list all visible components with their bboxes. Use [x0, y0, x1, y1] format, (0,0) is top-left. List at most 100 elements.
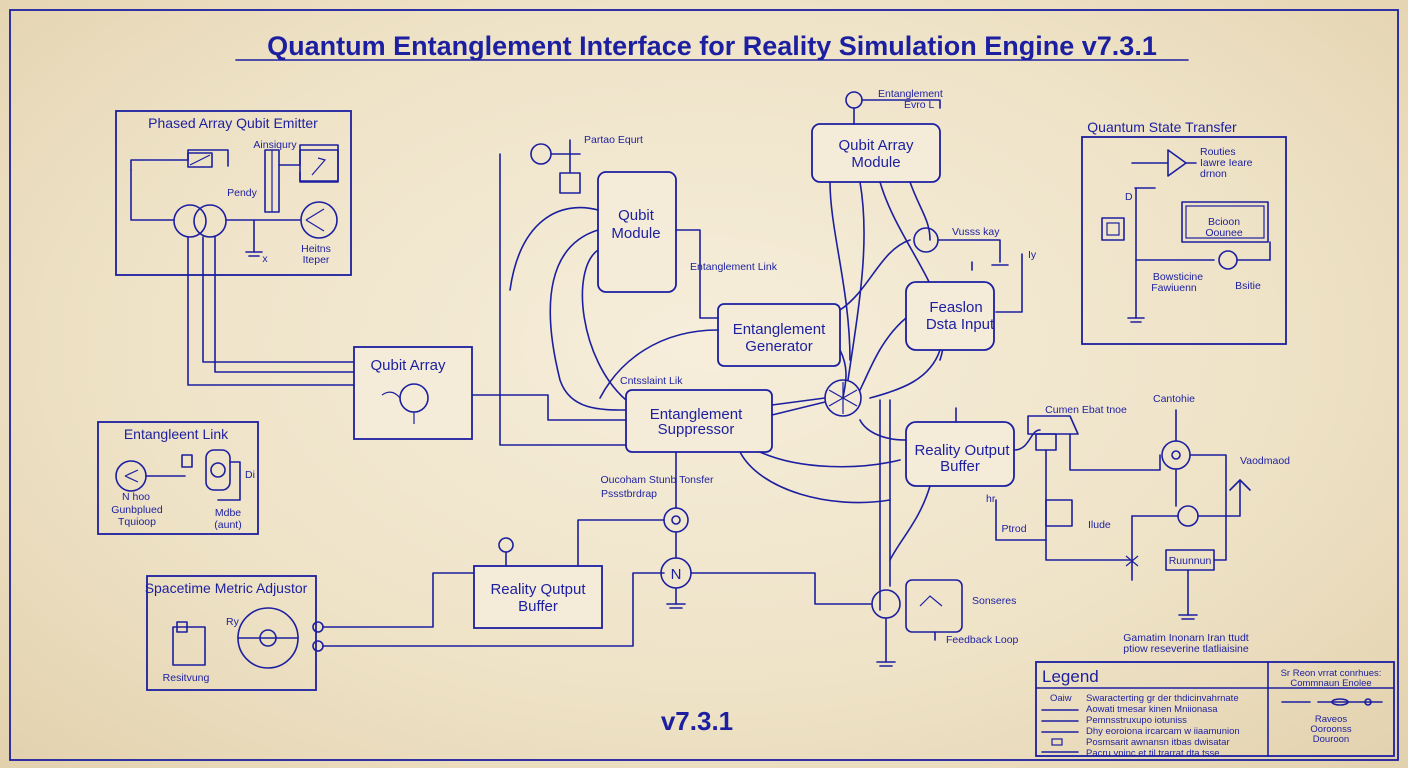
reality-buffer-mid-label-1: Reality Output [914, 442, 1010, 459]
spacetime-label-1: Resitvung [163, 672, 210, 684]
ent-link-label-4: (aunt) [214, 519, 241, 531]
ilude-label: Ilude [1088, 519, 1111, 531]
legend-row-2: Pemnsstruxupo iotuniss [1086, 715, 1187, 726]
cantohie-label: Cantohie [1153, 393, 1195, 405]
qubit-array-label: Qubit Array [370, 357, 446, 374]
qt-label-1: Routies [1200, 146, 1236, 158]
ent-link-label-5: Di [245, 469, 255, 481]
legend: Legend Sr Reon vrrat conrhues: Commnaun … [1035, 661, 1395, 759]
phased-array-block: Phased Array Qubit Emitter Ainsiqury Pen… [115, 110, 352, 276]
legend-side-bottom-2: Ooroonss [1310, 724, 1351, 735]
gamatim-label-1: Gamatim Inonarn Iran ttudt [1123, 632, 1249, 644]
legend-row-0: Swaracterting gr der thdicinvahrnate [1086, 693, 1239, 704]
wire-phased-qubitarray-3 [214, 236, 355, 373]
ent-link-mid-label: Entanglement Link [690, 261, 778, 273]
legend-side-title-1: Sr Reon vrrat conrhues: [1281, 668, 1382, 679]
spacetime-block: Spacetime Metric Adjustor Ry Resitvung [145, 575, 317, 691]
wire-qubitarray-suppressor [471, 394, 627, 421]
reality-buffer-mid-label-2: Buffer [940, 458, 980, 475]
legend-row-5: Pacru vninc et til trarrat dta tsse [1086, 748, 1220, 759]
reality-buffer-mid-node[interactable]: Reality Output Buffer [905, 421, 1015, 487]
ocham-label-1: Oucoham Stunb Tonsfer [600, 474, 714, 486]
qubit-array-module-node[interactable]: Qubit Array Module [811, 123, 941, 183]
data-input-label-1: Feaslon [929, 299, 982, 316]
ptrod-label: Ptrod [1001, 523, 1026, 535]
qubit-module-label-1: Qubit [618, 207, 655, 224]
phased-label-2: Pendy [227, 187, 258, 199]
qt-label-2: Iawre Ieare [1200, 157, 1253, 169]
qt-label-3: drnon [1200, 168, 1227, 180]
gamatim-label-2: ptiow reseverine tlatliaisine [1123, 643, 1249, 655]
reality-buffer-low-node[interactable]: Reality Qutput Buffer [473, 565, 603, 629]
qt-label-8: Bsitie [1235, 280, 1261, 292]
qubit-array-node[interactable]: Qubit Array [353, 346, 473, 440]
partao-label: Partao Equrt [584, 134, 643, 146]
phased-label-4: Iteper [303, 254, 330, 266]
data-input-label-2: Dsta Input [926, 316, 995, 333]
legend-side-bottom-1: Raveos [1315, 714, 1347, 725]
page-frame [9, 9, 1399, 761]
qt-label-4: Bcioon [1208, 216, 1240, 228]
quantum-transfer-title: Quantum State Transfer [1087, 119, 1237, 135]
legend-side-title-2: Commnaun Enolee [1290, 678, 1371, 689]
feedback-node [871, 589, 901, 619]
ent-link-label-2: Tquioop [118, 516, 156, 528]
qubit-array-module-label-1: Qubit Array [838, 137, 914, 154]
ent-link-label-n: N hoo [122, 491, 150, 503]
spacetime-label-ry: Ry [226, 616, 240, 628]
ocham-label-2: Pssstbrdrap [601, 488, 657, 500]
reality-buffer-low-label-1: Reality Qutput [490, 581, 586, 598]
n-node-label: N [671, 566, 682, 583]
transfer-node [663, 507, 689, 533]
cntsslaint-label: Cntsslaint Lik [620, 375, 683, 387]
rounnun-label: Ruunnun [1169, 555, 1212, 567]
entanglement-generator-node[interactable]: Entanglement Generator [717, 303, 841, 367]
legend-row-1: Aowati tmesar kinen Mniionasa [1086, 704, 1218, 715]
entanglement-top-label: Entanglement [878, 88, 943, 100]
diagram-title: Quantum Entanglement Interface for Reali… [267, 31, 1157, 61]
phased-array-title: Phased Array Qubit Emitter [148, 115, 318, 131]
entanglement-top-sub: Evro L [904, 99, 935, 111]
legend-row-3: Dhy eoroiona ircarcam w iiaamunion [1086, 726, 1240, 737]
ent-sup-label-2: Suppressor [658, 421, 735, 438]
data-input-node[interactable]: Feaslon Dsta Input [905, 281, 995, 351]
feedback-label: Feedback Loop [946, 634, 1019, 646]
phased-label-3: Heitns [301, 243, 331, 255]
qubit-array-module-label-2: Module [851, 154, 900, 171]
ent-gen-label-2: Generator [745, 338, 813, 355]
qt-label-6: Bowsticine [1153, 271, 1203, 283]
ent-link-label-3: Mdbe [215, 507, 241, 519]
right-lower-circuit: Cumen Ebat tnoe Cantohie Vaodmaod Ruunnu… [1001, 393, 1290, 655]
sonseres-label: Sonseres [972, 595, 1016, 607]
wire-phased-qubitarray-2 [202, 236, 355, 363]
phased-label-1: Ainsiqury [253, 139, 297, 151]
ent-gen-label-1: Entanglement [733, 321, 826, 338]
qt-label-7: Fawiuenn [1151, 282, 1197, 294]
legend-side-bottom-3: Douroon [1313, 734, 1349, 745]
qubit-module-node[interactable]: Qubit Module [597, 171, 677, 293]
cumen-label: Cumen Ebat tnoe [1045, 404, 1127, 416]
entanglement-suppressor-node[interactable]: Entanglement Suppressor [625, 389, 773, 453]
qubit-module-label-2: Module [611, 225, 660, 242]
ent-sup-label-1: Entanglement [650, 406, 743, 423]
version-label: v7.3.1 [661, 706, 733, 736]
wire-spacetime-buffer [322, 572, 475, 628]
iy-label: Iy [1028, 249, 1037, 261]
spacetime-title: Spacetime Metric Adjustor [145, 580, 308, 596]
wire-spacetime-n [322, 572, 665, 647]
vusskay-label: Vusss kay [952, 226, 1000, 238]
wire-phased-qubitarray-1 [187, 236, 355, 386]
legend-row-4: Posmsarit awnansn itbas dwisatar [1086, 737, 1230, 748]
wire-qubitmodule-left [499, 153, 627, 446]
phased-label-5: x [262, 253, 268, 265]
hr-label: hr [986, 493, 996, 505]
qt-label-5: Oounee [1205, 227, 1243, 239]
ent-link-block-title: Entangleent Link [124, 426, 229, 442]
legend-title: Legend [1042, 667, 1099, 686]
qt-label-d: D [1125, 191, 1133, 203]
quantum-transfer-block: Quantum State Transfer Routies Iawre Iea… [1081, 119, 1287, 345]
legend-row-0-sym: Oaiw [1050, 693, 1072, 704]
reality-buffer-low-label-2: Buffer [518, 598, 558, 615]
